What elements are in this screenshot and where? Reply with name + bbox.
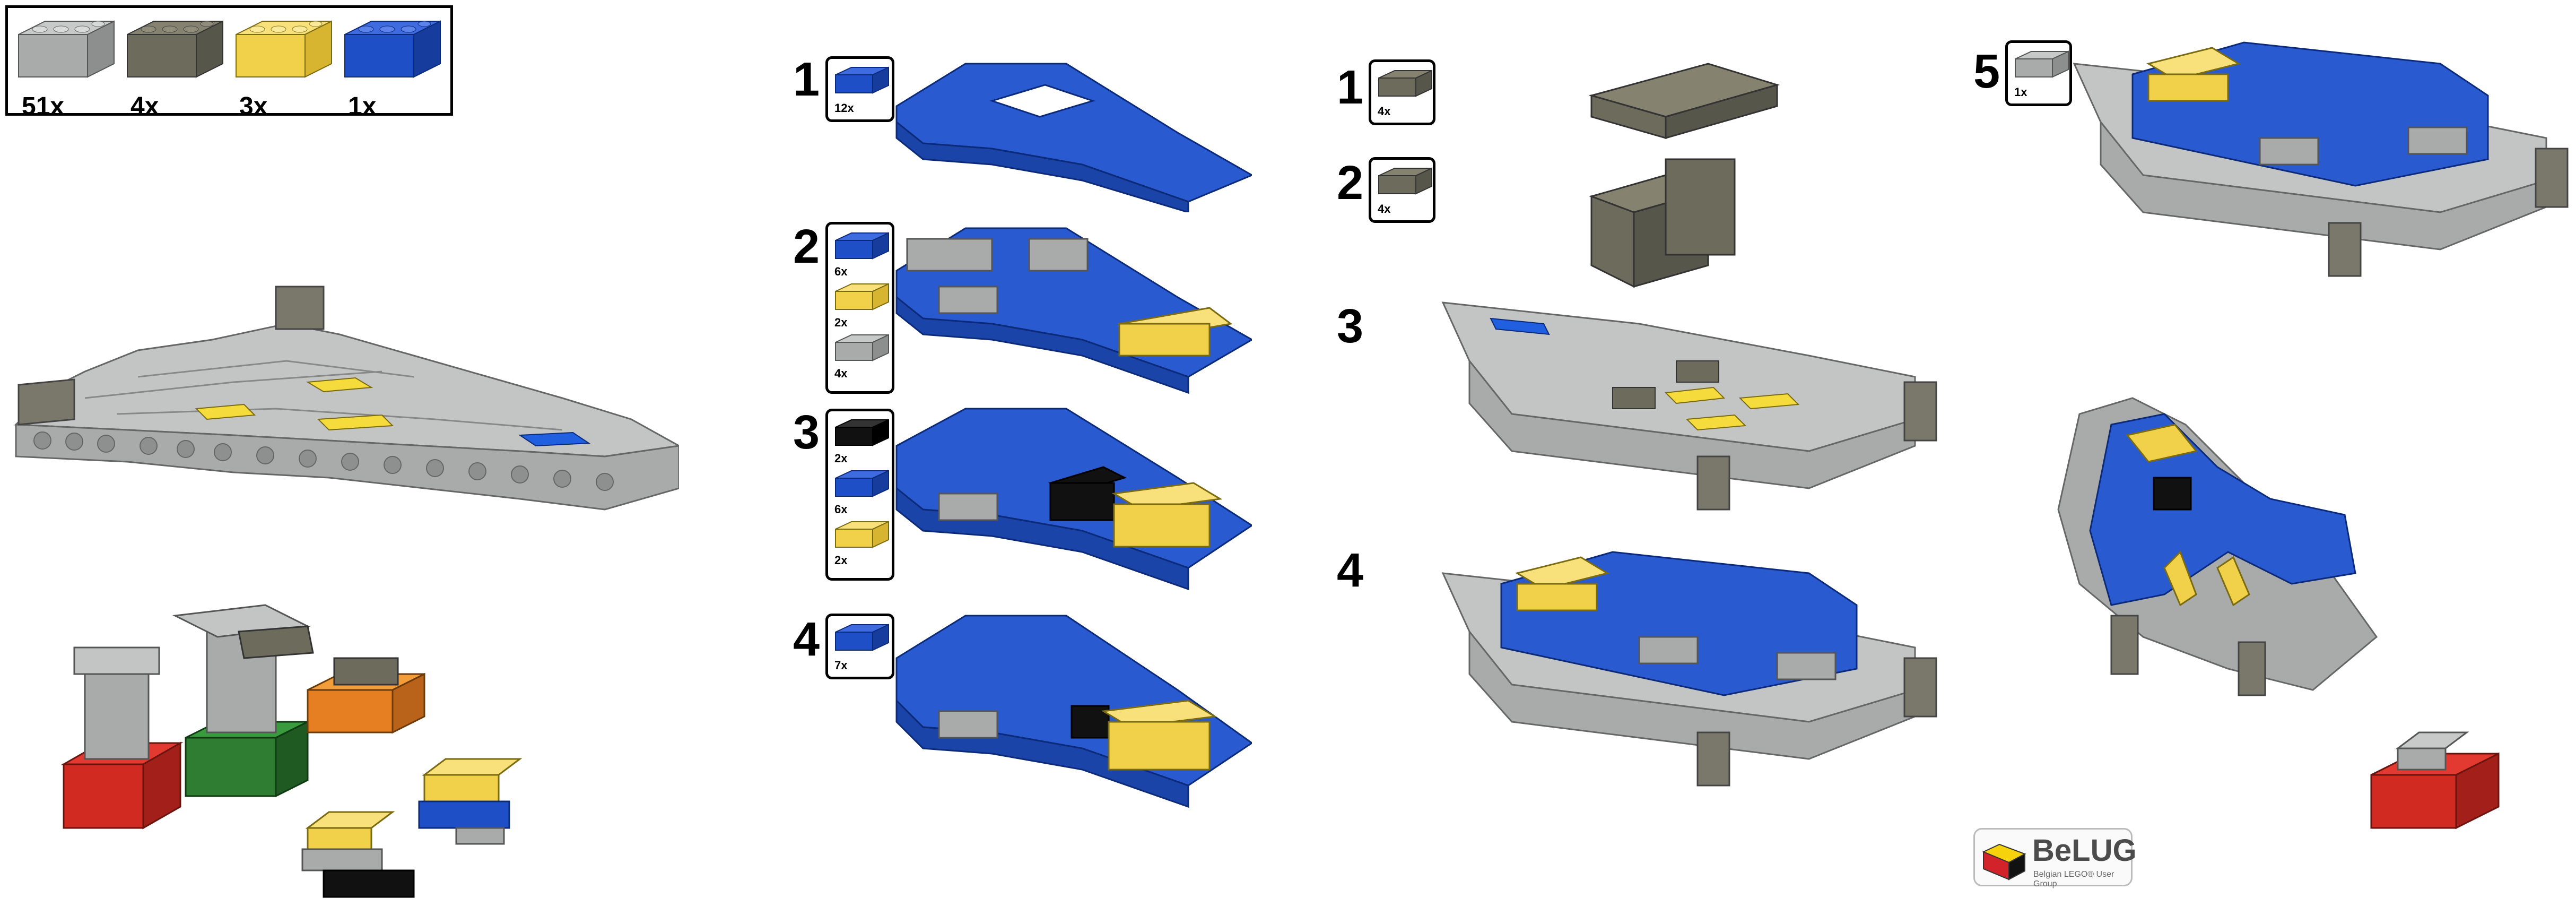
step-parts-callout: 2x 6x 2x: [825, 409, 894, 581]
blue-brick-icon: [835, 66, 889, 94]
step-parts-callout: 6x 2x 4x: [825, 222, 894, 394]
finished-ship-model-illustration: [14, 286, 679, 511]
step-parts-callout: 1x: [2005, 40, 2072, 106]
black-brick-icon: [835, 419, 889, 446]
yellow-brick-icon: [835, 521, 889, 548]
part-quantity: 12x: [834, 101, 854, 115]
part-quantity: 2x: [834, 452, 848, 465]
step-4-assembly-illustration: [895, 615, 1252, 808]
step-3-assembly-illustration: [895, 408, 1252, 591]
part-quantity: 4x: [1378, 105, 1391, 118]
blue-brick-icon: [835, 624, 889, 651]
step-parts-callout: 7x: [825, 614, 894, 679]
step-number: 2: [793, 220, 820, 273]
inventory-count: 3x: [239, 92, 268, 120]
part-quantity: 6x: [834, 265, 848, 278]
step-number: 3: [1337, 300, 1364, 353]
dark-gray-brick-icon: [1378, 70, 1432, 97]
part-quantity: 2x: [834, 316, 848, 329]
finished-ship-front-view-illustration: [2057, 397, 2378, 696]
red-brick-with-plate-illustration: [2370, 731, 2500, 830]
step-2-assembly-illustration: [895, 227, 1252, 394]
logo-subtitle: Belgian LEGO® User Group: [2033, 870, 2114, 888]
step-parts-callout: 4x: [1369, 59, 1435, 125]
light-gray-brick-icon: [835, 334, 889, 361]
part-quantity: 1x: [2014, 85, 2027, 99]
dark-gray-brick-icon: [127, 20, 223, 78]
part-quantity: 4x: [834, 367, 848, 380]
inventory-count: 4x: [130, 92, 159, 120]
logo-name: BeLUG: [2032, 833, 2137, 868]
step-1-assembly-illustration: [895, 63, 1252, 212]
part-quantity: 6x: [834, 503, 848, 516]
step-number: 4: [1337, 544, 1364, 597]
step-parts-callout: 4x: [1369, 157, 1435, 223]
step-number: 3: [793, 406, 820, 459]
blue-brick-icon: [835, 470, 889, 497]
belgian-flag-brick-icon: [1982, 843, 2026, 881]
light-gray-brick-icon: [2015, 50, 2069, 78]
dark-gray-brick-icon: [1378, 167, 1432, 195]
step-parts-callout: 12x: [825, 56, 894, 122]
light-gray-brick-icon: [18, 20, 115, 78]
part-quantity: 7x: [834, 659, 848, 672]
step-number: 4: [793, 613, 820, 666]
inventory-item-light-gray: 51x: [13, 13, 119, 120]
inventory-count: 1x: [348, 92, 377, 120]
belug-logo: BeLUG Belgian LEGO® User Group: [1973, 828, 2137, 888]
inventory-item-blue: 1x: [340, 13, 446, 120]
step-4-ship-assembly-illustration: [1441, 551, 1937, 787]
inventory-item-dark-gray: 4x: [122, 13, 228, 120]
step-number: 1: [793, 53, 820, 106]
step-number: 5: [1973, 45, 2000, 98]
loose-parts-illustration: [60, 604, 523, 898]
inventory-count: 51x: [22, 92, 65, 120]
yellow-brick-icon: [236, 20, 332, 78]
step-5-ship-assembly-illustration: [2073, 41, 2569, 277]
blue-brick-icon: [835, 232, 889, 260]
dark-gray-parts-illustration: [1588, 63, 1780, 288]
part-quantity: 2x: [834, 554, 848, 567]
parts-inventory-box: 51x 4x 3x: [5, 5, 453, 120]
yellow-brick-icon: [835, 283, 889, 310]
step-3-wing-assembly-illustration: [1441, 301, 1937, 511]
part-quantity: 4x: [1378, 202, 1391, 215]
step-number: 1: [1337, 61, 1364, 114]
blue-brick-icon: [344, 20, 441, 78]
inventory-item-yellow: 3x: [231, 13, 337, 120]
step-number: 2: [1337, 157, 1364, 210]
